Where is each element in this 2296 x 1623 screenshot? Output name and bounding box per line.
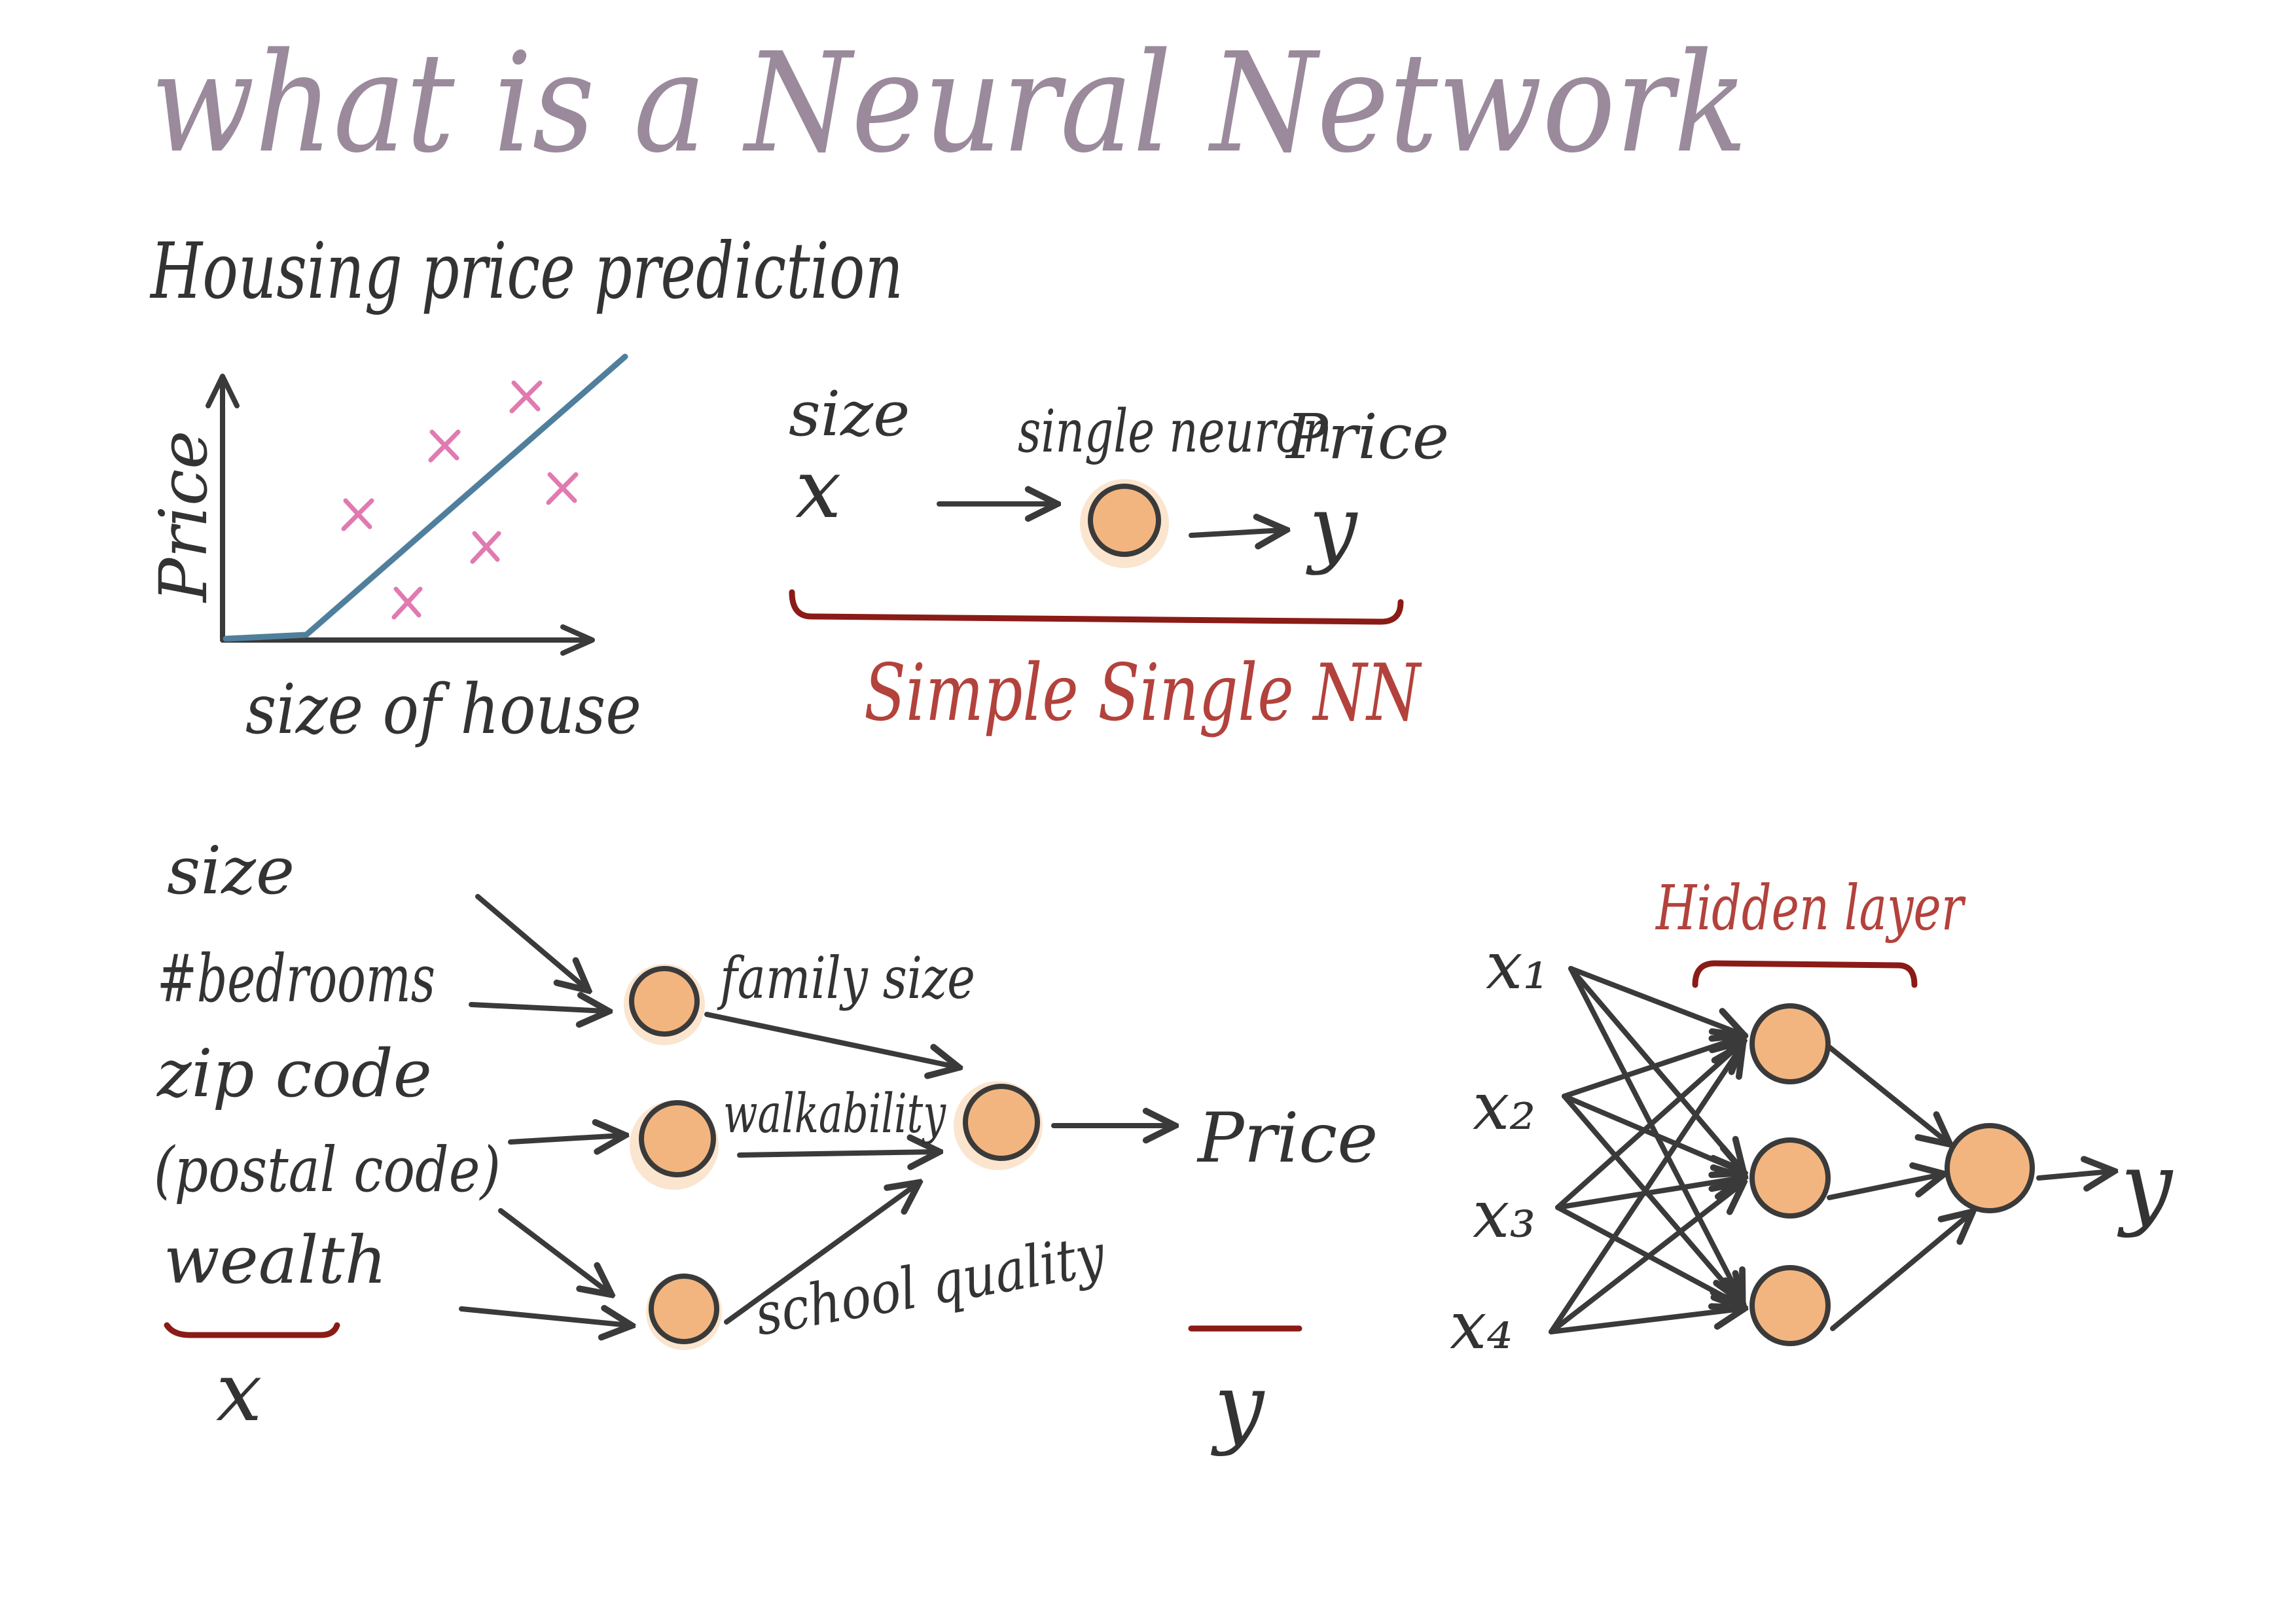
arrow bbox=[1562, 1094, 1741, 1302]
hidden-neuron bbox=[1749, 1265, 1831, 1346]
single-neuron-label: single neuron bbox=[1018, 397, 1332, 466]
bracket bbox=[1692, 960, 1918, 988]
arrow bbox=[469, 1005, 605, 1011]
edges bbox=[459, 894, 1172, 1325]
input-node-label: x₄ bbox=[1450, 1287, 1513, 1364]
data-point bbox=[341, 498, 374, 531]
arrow bbox=[724, 1185, 916, 1325]
y-axis-label: Price bbox=[145, 431, 222, 603]
page-title: what is a Neural Network bbox=[151, 23, 1748, 183]
output-var: y bbox=[1210, 1355, 1265, 1457]
arrow bbox=[1189, 530, 1283, 535]
arrow bbox=[508, 1135, 622, 1142]
hidden-unit-label: walkability bbox=[723, 1083, 946, 1145]
hidden-neuron bbox=[639, 1100, 716, 1177]
hidden-neuron bbox=[629, 966, 700, 1037]
data-point bbox=[391, 586, 423, 620]
arrow bbox=[475, 894, 586, 988]
bracket bbox=[164, 1322, 340, 1338]
input-feature: #bedrooms bbox=[157, 940, 435, 1017]
arrow bbox=[1549, 1185, 1741, 1334]
output-neuron bbox=[963, 1084, 1040, 1161]
single-input-var: x bbox=[795, 442, 842, 537]
arrow bbox=[1830, 1214, 1970, 1331]
housing-price-plot: Housing price prediction Price size of h… bbox=[145, 226, 903, 749]
input-feature: zip code bbox=[156, 1035, 432, 1112]
output-label: Price bbox=[1196, 1098, 1378, 1178]
arrow bbox=[1827, 1175, 1941, 1200]
input-node-label: x₁ bbox=[1486, 927, 1549, 1004]
housing-neural-network: size #bedrooms zip code (postal code) we… bbox=[154, 832, 1378, 1457]
input-var: x bbox=[216, 1345, 262, 1440]
input-node-label: x₂ bbox=[1473, 1068, 1535, 1145]
arrow bbox=[1549, 1047, 1741, 1334]
hidden-neuron bbox=[649, 1274, 719, 1344]
single-nn-caption: Simple Single NN bbox=[864, 648, 1422, 739]
arrow bbox=[2036, 1171, 2111, 1178]
hidden-neuron bbox=[1749, 1003, 1831, 1084]
arrow bbox=[1562, 1094, 1741, 1171]
single-output-var: y bbox=[1306, 477, 1358, 577]
data-point bbox=[470, 531, 501, 564]
hidden-layer-label: Hidden layer bbox=[1655, 872, 1966, 944]
data-point bbox=[428, 429, 461, 463]
plot-heading: Housing price prediction bbox=[149, 226, 903, 316]
edges bbox=[1549, 966, 2111, 1334]
arrow bbox=[1568, 966, 1741, 1034]
x-axis bbox=[220, 624, 595, 656]
hidden-layer-network: Hidden layer x₁ x₂ x₃ x₄ y bbox=[1450, 872, 2174, 1364]
output-var: y bbox=[2117, 1133, 2174, 1240]
input-feature: size bbox=[167, 832, 295, 909]
x-axis-label: size of house bbox=[245, 669, 641, 749]
hidden-unit-label: family size bbox=[717, 944, 975, 1012]
arrow bbox=[1827, 1044, 1947, 1142]
output-neuron bbox=[1945, 1123, 2035, 1213]
input-feature: (postal code) bbox=[154, 1134, 501, 1206]
single-input-label: size bbox=[789, 378, 910, 450]
data-point bbox=[546, 472, 579, 505]
data-points bbox=[341, 380, 579, 620]
arrow bbox=[737, 1152, 936, 1155]
hidden-neuron bbox=[1749, 1137, 1831, 1219]
single-output-label: Price bbox=[1285, 401, 1449, 473]
arrow bbox=[498, 1208, 609, 1293]
input-node-label: x₃ bbox=[1473, 1176, 1535, 1253]
input-feature: wealth bbox=[164, 1222, 387, 1298]
arrow bbox=[459, 1309, 628, 1325]
arrow bbox=[1555, 1044, 1741, 1210]
arrow bbox=[1549, 1309, 1741, 1334]
single-neuron-diagram: size x single neuron Price y Simple Sing… bbox=[789, 378, 1449, 739]
hidden-unit-label: school quality bbox=[750, 1221, 1111, 1348]
fit-line bbox=[223, 353, 628, 642]
data-point bbox=[509, 380, 543, 414]
arrow bbox=[704, 1012, 956, 1067]
bracket bbox=[789, 589, 1404, 625]
y-axis bbox=[206, 374, 240, 641]
single-neuron bbox=[1088, 484, 1161, 557]
